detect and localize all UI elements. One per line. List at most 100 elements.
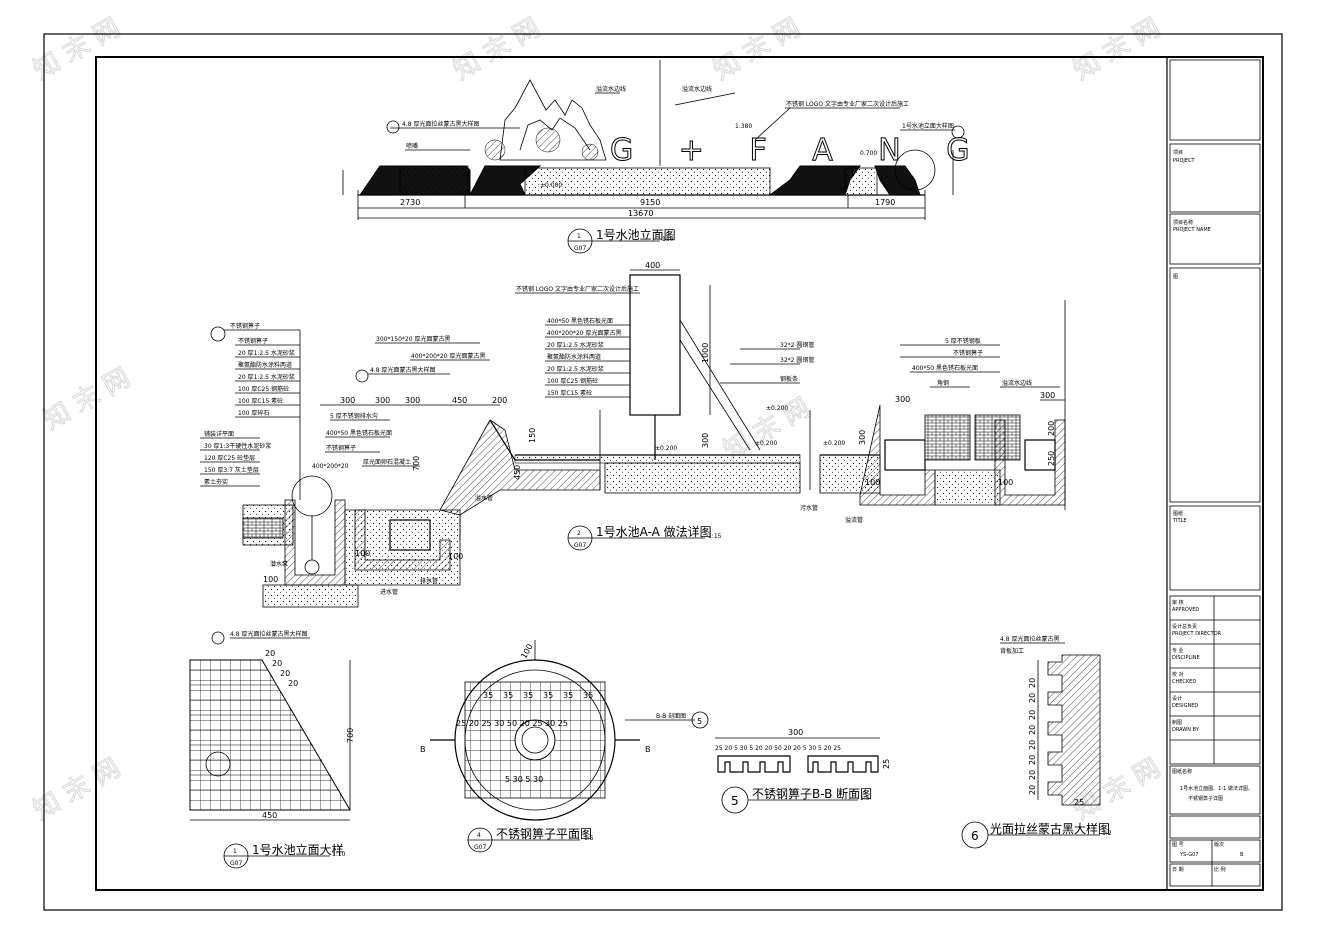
svg-text:20: 20	[272, 659, 282, 668]
svg-text:20: 20	[1028, 693, 1037, 703]
detail-elevation-sample: 4.8 厚光面拉丝蒙古黑大样图 20 20 20 20 700 450 1 G0…	[189, 630, 355, 869]
svg-text:B-B 剖面图: B-B 剖面图	[656, 712, 686, 720]
tb-drawing-label: 图纸名称	[1172, 768, 1192, 775]
svg-text:±0.200: ±0.200	[823, 440, 845, 447]
svg-text:20: 20	[1028, 725, 1037, 735]
svg-text:20: 20	[265, 649, 275, 658]
svg-text:300: 300	[701, 433, 710, 448]
svg-text:150: 150	[662, 236, 674, 243]
svg-text:±0.200: ±0.200	[755, 440, 777, 447]
svg-text:设计总负责: 设计总负责	[1172, 623, 1197, 630]
svg-text:角钢: 角钢	[937, 379, 949, 387]
svg-text:20: 20	[288, 679, 298, 688]
svg-text:200: 200	[1047, 421, 1056, 436]
svg-text:20: 20	[1028, 755, 1037, 765]
svg-text:进水管: 进水管	[380, 588, 398, 596]
svg-text:4.8 厚光面拉丝蒙古黑大样图: 4.8 厚光面拉丝蒙古黑大样图	[402, 120, 479, 128]
svg-text:5 厚不锈钢板: 5 厚不锈钢板	[945, 337, 981, 345]
svg-text:400*50 黑色锈石板光面: 400*50 黑色锈石板光面	[326, 429, 392, 437]
svg-text:PROJECT DIRECTOR: PROJECT DIRECTOR	[1172, 631, 1222, 637]
pump-icon	[304, 559, 320, 575]
svg-text:35: 35	[523, 691, 533, 700]
svg-text:400*50 黑色锈石板光面: 400*50 黑色锈石板光面	[547, 317, 613, 325]
svg-text:1:2: 1:2	[1102, 830, 1112, 837]
svg-text:知 末 网: 知 末 网	[1069, 13, 1166, 86]
gutter-box	[389, 519, 431, 551]
elev-dim-left: 2730	[400, 198, 420, 207]
elev-dim-mid: 9150	[640, 198, 660, 207]
svg-text:100: 100	[998, 478, 1013, 487]
svg-text:1:5: 1:5	[584, 835, 594, 842]
logo-panel	[629, 274, 681, 416]
svg-text:B: B	[1240, 852, 1244, 858]
svg-text:25: 25	[882, 759, 891, 769]
svg-text:溢流水边线: 溢流水边线	[1002, 379, 1032, 387]
svg-text:150 厚C15 素砼: 150 厚C15 素砼	[547, 389, 592, 397]
svg-text:1:5: 1:5	[860, 795, 870, 802]
svg-text:20: 20	[1028, 678, 1037, 688]
svg-text:150: 150	[528, 428, 537, 443]
svg-text:100: 100	[519, 642, 534, 660]
svg-text:1: 1	[233, 848, 237, 855]
svg-text:400*200*20: 400*200*20	[312, 463, 349, 470]
tb-project-name-en: PROJECT NAME	[1173, 227, 1211, 233]
layer-list-wall: 400*50 黑色锈石板光面 400*200*20 厚光面蒙古黑 20 厚1:2…	[545, 317, 630, 398]
svg-text:排水管: 排水管	[420, 577, 438, 585]
section-title: 1号水池A-A 做法详图	[596, 524, 712, 539]
detail-grate-plan: 100 35 35 35 35 35 35 25 20 25 30 50 20 …	[420, 640, 709, 853]
svg-text:审 核: 审 核	[1172, 599, 1184, 606]
grate-title-bubble: 4 G07	[467, 827, 493, 853]
svg-text:G07: G07	[574, 245, 586, 252]
svg-text:35: 35	[503, 691, 513, 700]
tb-project: 项目	[1173, 150, 1183, 156]
svg-text:设计: 设计	[1172, 695, 1182, 702]
svg-text:潜水泵: 潜水泵	[270, 560, 288, 568]
svg-text:150 厚3:7 灰土垫层: 150 厚3:7 灰土垫层	[204, 466, 259, 474]
stone-detail-title: 光面拉丝蒙古黑大样图	[990, 821, 1110, 836]
svg-text:溢水管: 溢水管	[475, 494, 493, 502]
tb-project-en: PROJECT	[1173, 158, 1196, 164]
svg-text:B: B	[645, 745, 651, 754]
svg-text:1.380: 1.380	[735, 123, 752, 130]
svg-text:知 末 网: 知 末 网	[39, 363, 136, 436]
outer-frame	[43, 33, 1283, 911]
svg-text:300: 300	[340, 396, 355, 405]
svg-text:不锈钢箅子: 不锈钢箅子	[326, 444, 356, 452]
svg-text:400*200*20 厚光面蒙古黑: 400*200*20 厚光面蒙古黑	[547, 329, 621, 337]
svg-text:2: 2	[577, 530, 581, 537]
tb-drawing: 图纸	[1173, 510, 1183, 517]
svg-text:日 期: 日 期	[1172, 867, 1184, 873]
svg-text:100 厚C25 钢筋砼: 100 厚C25 钢筋砼	[238, 385, 289, 393]
svg-text:300: 300	[858, 430, 867, 445]
svg-text:聚氨酯防水涂料两道: 聚氨酯防水涂料两道	[547, 353, 601, 361]
svg-text:1:15: 1:15	[708, 533, 722, 540]
svg-text:1: 1	[577, 233, 581, 240]
svg-text:700: 700	[412, 456, 421, 471]
svg-text:20: 20	[1028, 770, 1037, 780]
svg-text:0.700: 0.700	[860, 150, 877, 157]
tb-drawing-title-1: 1号水池立面图、1-1 做法详图、	[1180, 785, 1253, 792]
svg-text:300: 300	[375, 396, 390, 405]
svg-text:不锈钢箅子: 不锈钢箅子	[230, 322, 260, 330]
svg-text:400*50 黑色锈石板光面: 400*50 黑色锈石板光面	[912, 364, 978, 372]
svg-text:6: 6	[971, 829, 979, 843]
title-block: 项目 PROJECT 项目名称 PROJECT NAME 图 图纸 TITLE …	[1166, 57, 1261, 890]
svg-text:铺装详平面: 铺装详平面	[204, 430, 234, 438]
elev-detail-bubble	[951, 125, 965, 139]
svg-text:B: B	[420, 745, 426, 754]
svg-text:300: 300	[405, 396, 420, 405]
svg-text:溢流水边线: 溢流水边线	[596, 85, 626, 93]
svg-text:20 厚1:2.5 水泥砂浆: 20 厚1:2.5 水泥砂浆	[238, 349, 295, 357]
tb-project-name: 项目名称	[1173, 219, 1193, 226]
elevation-view: G + F A N G 2730 9150 1790 13670 溢流水边线 溢…	[342, 60, 970, 254]
svg-text:32*2 圆钢管: 32*2 圆钢管	[780, 341, 814, 349]
svg-text:25: 25	[1074, 798, 1084, 807]
svg-text:300: 300	[1040, 391, 1055, 400]
layer-list-pavement: 铺装详平面 30 厚1:3干硬性水泥砂浆 120 厚C25 砼垫层 150 厚3…	[200, 430, 271, 487]
svg-text:400: 400	[645, 261, 660, 270]
svg-text:100: 100	[355, 549, 370, 558]
svg-text:32*2 圆钢管: 32*2 圆钢管	[780, 356, 814, 364]
svg-text:300*150*20 厚光面蒙古黑: 300*150*20 厚光面蒙古黑	[376, 335, 450, 343]
svg-text:400*200*20 厚光面蒙古黑: 400*200*20 厚光面蒙古黑	[411, 352, 485, 360]
tb-drawing-title-2: 不锈钢箅子详图	[1188, 795, 1223, 802]
